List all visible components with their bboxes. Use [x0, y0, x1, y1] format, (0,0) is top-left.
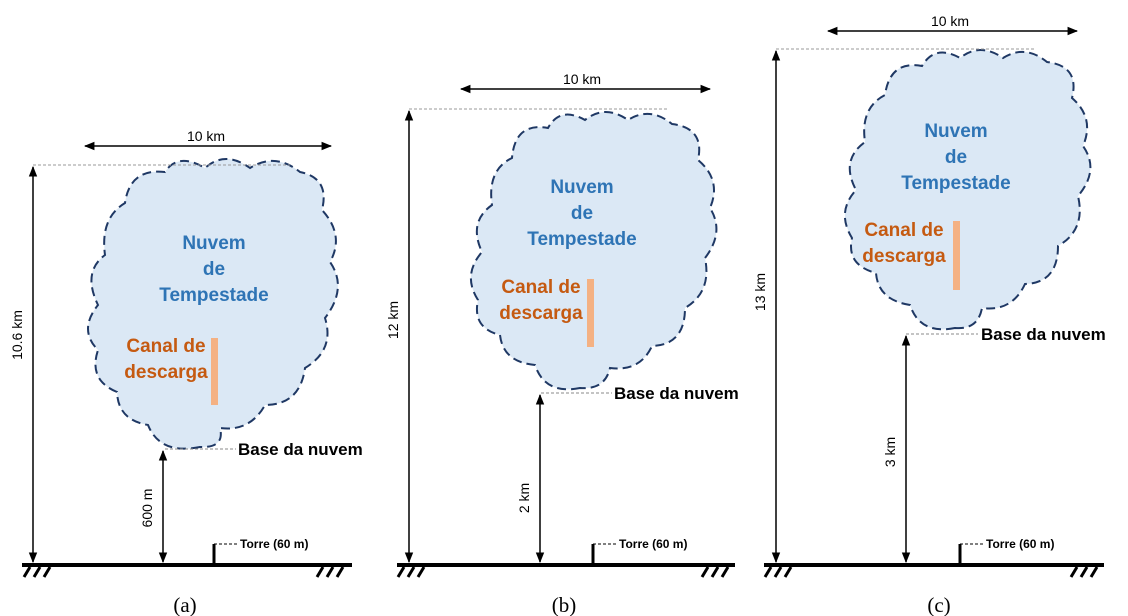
cloud-b — [470, 111, 718, 391]
cloud-label-line3-c: Tempestade — [901, 173, 1010, 194]
cloud-label-line2-c: de — [945, 147, 967, 168]
tower-label-a: Torre (60 m) — [240, 537, 308, 551]
base-height-label-b: 2 km — [516, 483, 532, 513]
tower-a — [212, 543, 238, 564]
cloud-label-line1-c: Nuvem — [924, 121, 987, 142]
discharge-channel-a — [211, 338, 218, 405]
caption-a: (a) — [173, 593, 196, 616]
panel-b: Torre (60 m) Nuvem de Tempestade Canal d… — [385, 71, 739, 616]
channel-label-line1-c: Canal de — [864, 220, 943, 241]
channel-label-line2-b: descarga — [499, 303, 583, 324]
ground-b — [396, 563, 735, 578]
total-height-label-b: 12 km — [385, 301, 401, 339]
cloud-c — [844, 49, 1092, 331]
tower-b — [591, 543, 617, 564]
cloud-label-line3-b: Tempestade — [527, 229, 636, 250]
cloud-label-line2-b: de — [571, 203, 593, 224]
ground-c — [763, 563, 1104, 578]
width-label-c: 10 km — [931, 13, 969, 29]
width-label-b: 10 km — [563, 71, 601, 87]
base-height-label-a: 600 m — [139, 489, 155, 528]
channel-label-line1-b: Canal de — [501, 277, 580, 298]
panel-a: Torre (60 m) Nuvem de Tempestade Canal d… — [9, 128, 363, 616]
cloud-label-line3-a: Tempestade — [159, 285, 268, 306]
panel-c: Torre (60 m) Nuvem de Tempestade Canal d… — [752, 13, 1106, 616]
cloud-label-line2-a: de — [203, 259, 225, 280]
channel-label-line2-a: descarga — [124, 362, 208, 383]
cloud-label-line1-b: Nuvem — [550, 177, 613, 198]
caption-c: (c) — [927, 593, 950, 616]
cloud-a — [87, 158, 339, 450]
tower-label-c: Torre (60 m) — [986, 537, 1054, 551]
discharge-channel-c — [953, 221, 960, 290]
tower-c — [958, 543, 984, 564]
caption-b: (b) — [552, 593, 577, 616]
discharge-channel-b — [587, 279, 594, 347]
total-height-label-a: 10.6 km — [9, 310, 25, 360]
channel-label-line1-a: Canal de — [126, 336, 205, 357]
width-label-a: 10 km — [187, 128, 225, 144]
base-height-label-c: 3 km — [882, 437, 898, 467]
tower-label-b: Torre (60 m) — [619, 537, 687, 551]
ground-a — [22, 563, 352, 578]
total-height-label-c: 13 km — [752, 273, 768, 311]
base-label-b: Base da nuvem — [614, 384, 739, 403]
channel-label-line2-c: descarga — [862, 246, 946, 267]
base-label-a: Base da nuvem — [238, 440, 363, 459]
base-label-c: Base da nuvem — [981, 325, 1106, 344]
cloud-label-line1-a: Nuvem — [182, 233, 245, 254]
